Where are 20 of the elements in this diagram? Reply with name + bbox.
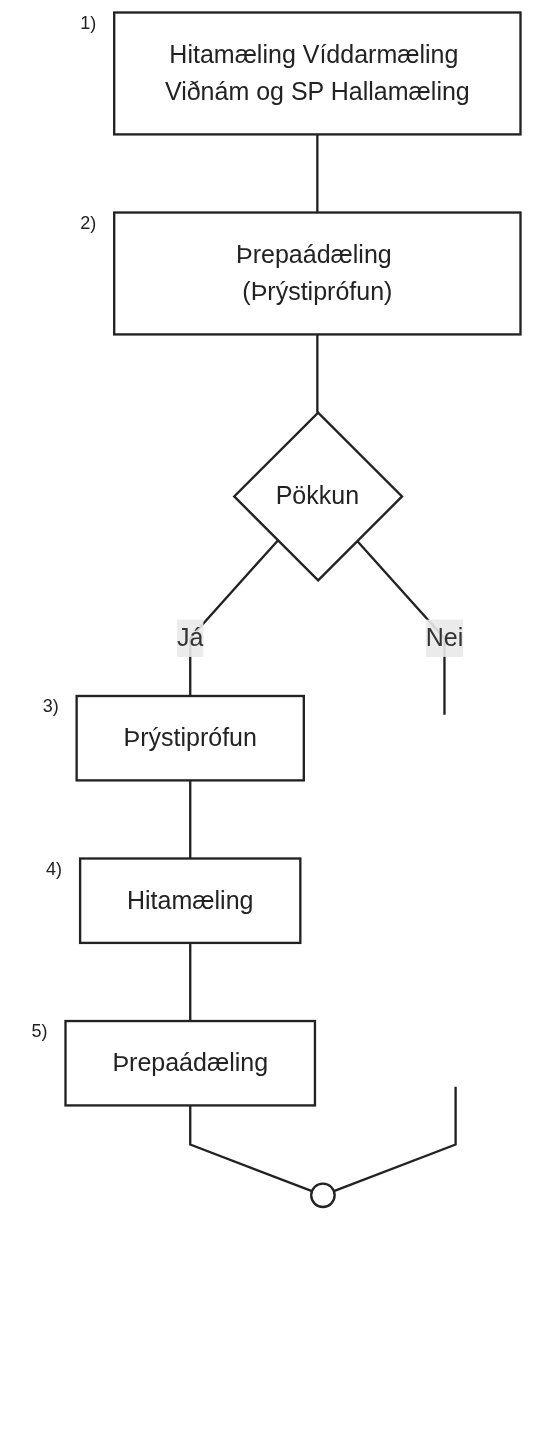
edge-label: Já bbox=[177, 624, 204, 651]
connector bbox=[189, 780, 192, 859]
node-box: Þrýstiprófun bbox=[75, 694, 305, 782]
step-number: 4) bbox=[46, 858, 63, 880]
connector bbox=[316, 334, 319, 413]
node-circle bbox=[310, 1182, 336, 1209]
connector bbox=[189, 1105, 313, 1193]
node-diamond: Pökkun bbox=[232, 410, 404, 582]
connector bbox=[189, 942, 192, 1022]
node-box: Þrepaádæling bbox=[64, 1019, 317, 1107]
step-number: 2) bbox=[80, 212, 97, 234]
step-number: 5) bbox=[31, 1021, 48, 1043]
connector bbox=[316, 134, 319, 213]
edge-label: Nei bbox=[425, 624, 464, 651]
step-number: 3) bbox=[42, 696, 59, 717]
node-box: Þrepaádæling (Þrýstiprófun) bbox=[113, 211, 522, 336]
node-box: Hitamæling bbox=[78, 857, 302, 945]
connector bbox=[333, 1086, 457, 1193]
node-box: Hitamæling Víddarmæling Viðnám og SP Hallamæling bbox=[113, 11, 522, 136]
step-number: 1) bbox=[80, 12, 97, 34]
